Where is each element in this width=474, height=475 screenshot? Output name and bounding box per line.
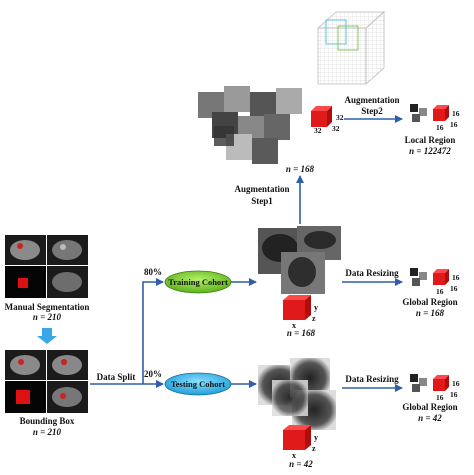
training-cube-y: y bbox=[314, 303, 318, 312]
training-cube-x: x bbox=[292, 321, 296, 330]
local-input-red-cube bbox=[311, 106, 332, 127]
training-cohort-label: Training Cohort bbox=[168, 277, 228, 287]
training-global-output bbox=[410, 268, 449, 286]
manual-segmentation-count: n = 210 bbox=[33, 312, 62, 322]
augmentation-step1-label-1: Augmentation bbox=[234, 184, 289, 194]
bounding-box-label: Bounding Box bbox=[20, 416, 75, 426]
local-out-dim-c: 16 bbox=[436, 123, 444, 132]
manual-segmentation-label: Manual Segmentation bbox=[5, 302, 90, 312]
testing-cube-z: z bbox=[312, 444, 316, 453]
training-red-cube bbox=[283, 295, 311, 320]
training-out-dim-c: 16 bbox=[436, 287, 444, 296]
testing-cube-x: x bbox=[292, 451, 296, 460]
local-out-dim-b: 16 bbox=[450, 120, 458, 129]
training-global-count: n = 168 bbox=[416, 308, 445, 318]
augmentation-step2-label-1: Augmentation bbox=[344, 95, 399, 105]
training-image-patches bbox=[258, 226, 341, 294]
down-arrow-icon bbox=[37, 328, 57, 344]
testing-cohort-node: Testing Cohort bbox=[164, 372, 232, 396]
local-dim-b: 32 bbox=[332, 124, 340, 133]
training-cube-count: n = 168 bbox=[287, 328, 316, 338]
local-dim-c: 32 bbox=[314, 126, 322, 135]
training-out-dim-a: 16 bbox=[452, 273, 460, 282]
testing-global-count: n = 42 bbox=[418, 413, 442, 423]
training-cube-z: z bbox=[312, 314, 316, 323]
local-out-dim-a: 16 bbox=[452, 109, 460, 118]
manual-segmentation-images bbox=[5, 235, 88, 298]
cohort-output-arrows bbox=[231, 278, 257, 388]
testing-out-dim-b: 16 bbox=[450, 390, 458, 399]
training-out-dim-b: 16 bbox=[450, 284, 458, 293]
testing-cohort-label: Testing Cohort bbox=[171, 379, 225, 389]
augmentation-count: n = 168 bbox=[286, 164, 315, 174]
testing-cube-count: n = 42 bbox=[289, 459, 313, 469]
data-split-arrows bbox=[90, 278, 164, 388]
testing-red-cube bbox=[283, 425, 311, 450]
training-resize-label: Data Resizing bbox=[345, 268, 399, 278]
local-dim-a: 32 bbox=[336, 113, 344, 122]
bounding-box-images bbox=[5, 350, 88, 413]
data-split-label: Data Split bbox=[97, 372, 136, 382]
bounding-box-count: n = 210 bbox=[33, 427, 62, 437]
training-global-title: Global Region bbox=[402, 297, 457, 307]
local-region-count: n = 122472 bbox=[409, 146, 451, 156]
voxel-grid-volume bbox=[316, 11, 386, 85]
testing-cube-y: y bbox=[314, 433, 318, 442]
testing-out-dim-a: 16 bbox=[452, 379, 460, 388]
local-region-output bbox=[410, 104, 449, 122]
augmentation-step1-label-2: Step1 bbox=[251, 196, 273, 206]
testing-global-title: Global Region bbox=[402, 402, 457, 412]
training-cohort-node: Training Cohort bbox=[164, 270, 232, 294]
augmentation-step2-label-2: Step2 bbox=[361, 106, 383, 116]
test-percent-label: 20% bbox=[144, 369, 162, 379]
train-percent-label: 80% bbox=[144, 267, 162, 277]
testing-image-patches bbox=[258, 358, 336, 430]
local-region-title: Local Region bbox=[405, 135, 456, 145]
testing-global-output bbox=[410, 374, 449, 392]
augmented-patch-mosaic bbox=[198, 86, 302, 164]
testing-out-dim-c: 16 bbox=[436, 393, 444, 402]
testing-resize-label: Data Resizing bbox=[345, 374, 399, 384]
